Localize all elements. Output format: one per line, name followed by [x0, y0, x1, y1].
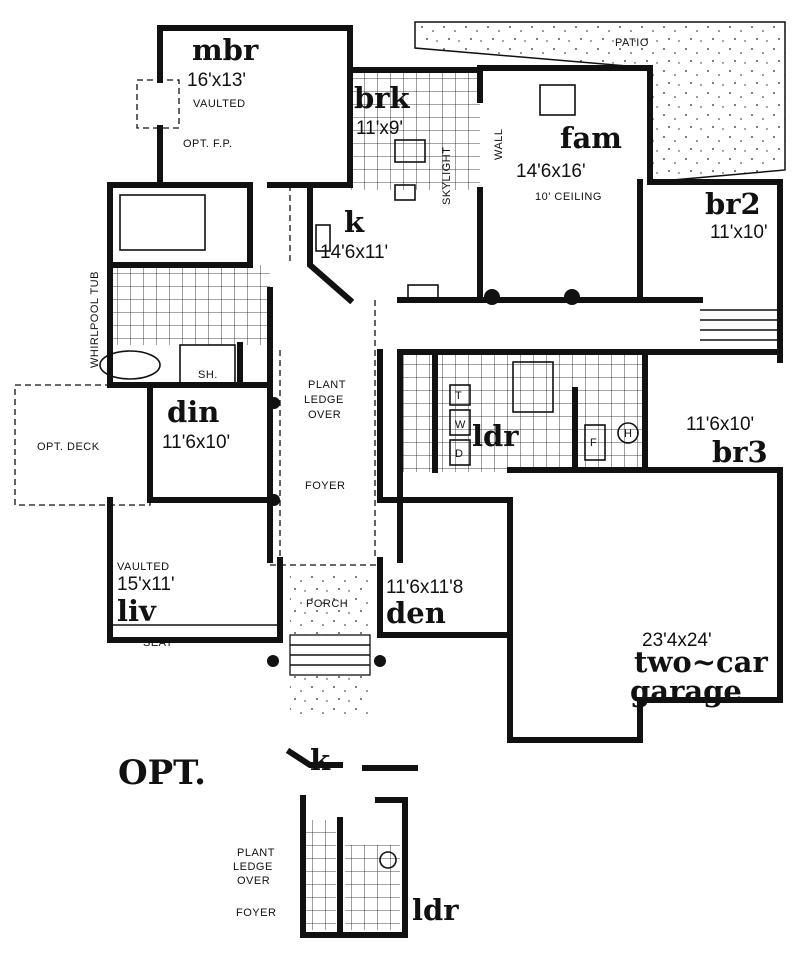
- din-name: din: [167, 395, 219, 429]
- patio-label: PATIO: [615, 37, 649, 49]
- garage-name-2: garage: [630, 674, 742, 708]
- appliance-w: W: [455, 419, 466, 431]
- shower-label: SH.: [198, 369, 218, 381]
- whirlpool-label: WHIRLPOOL TUB: [89, 271, 101, 368]
- appliance-d: D: [455, 448, 463, 460]
- garage-dim: 23'4x24': [642, 630, 712, 651]
- wall-label: WALL: [493, 128, 505, 160]
- plant-ledge-line-3: OVER: [308, 409, 341, 421]
- brk-dim: 11'x9': [356, 118, 403, 139]
- appliance-h: H: [624, 428, 632, 440]
- den-dim: 11'6x11'8: [386, 577, 463, 598]
- option-plant-ledge-line-3: OVER: [237, 875, 270, 887]
- mbr-name: mbr: [192, 33, 259, 67]
- room-labels: mbr 16'x13' VAULTED brk 11'x9' fam 14'6x…: [117, 33, 768, 708]
- plan-notes: PATIO OPT. F.P. SKYLIGHT WALL WHIRLPOOL …: [37, 37, 649, 649]
- option-k-name: k: [310, 743, 331, 777]
- foyer-label: FOYER: [305, 480, 345, 492]
- plant-ledge-line-2: LEDGE: [304, 394, 344, 406]
- fam-note: 10' CEILING: [535, 191, 602, 203]
- option-ldr-name: ldr: [412, 893, 459, 927]
- option-foyer-label: FOYER: [236, 907, 276, 919]
- k-name: k: [344, 205, 365, 239]
- fam-name: fam: [560, 121, 622, 155]
- brk-name: brk: [354, 81, 411, 115]
- porch-label: PORCH: [306, 598, 348, 610]
- skylight-label: SKYLIGHT: [441, 147, 453, 205]
- garage-name-1: two~car: [634, 645, 768, 679]
- option-inset: OPT. k PLANT LEDGE OVER FOYER ldr: [118, 743, 459, 938]
- exterior-walls: [107, 25, 783, 743]
- k-dim: 14'6x11': [320, 242, 388, 263]
- br2-name: br2: [705, 187, 761, 221]
- mbr-dim: 16'x13': [187, 70, 246, 91]
- fam-dim: 14'6x16': [516, 161, 586, 182]
- option-plant-ledge-line-2: LEDGE: [233, 861, 273, 873]
- opt-fp-label: OPT. F.P.: [183, 138, 233, 150]
- tiled-floors: [110, 70, 645, 472]
- br3-name: br3: [712, 435, 768, 469]
- br2-dim: 11'x10': [710, 222, 768, 243]
- din-dim: 11'6x10': [162, 432, 230, 453]
- den-name: den: [386, 596, 446, 630]
- br3-dim: 11'6x10': [686, 414, 754, 435]
- liv-note: VAULTED: [117, 561, 170, 573]
- option-plant-ledge-line-1: PLANT: [237, 847, 275, 859]
- liv-dim: 15'x11': [117, 574, 175, 595]
- liv-name: liv: [117, 594, 157, 628]
- dashed-lines: [14, 79, 380, 566]
- mbr-note: VAULTED: [193, 98, 246, 110]
- appliance-f: F: [590, 437, 597, 449]
- option-title: OPT.: [118, 753, 206, 793]
- seat-label: SEAT: [143, 637, 173, 649]
- fixtures: [99, 84, 780, 715]
- ldr-name: ldr: [472, 419, 519, 453]
- appliance-t: T: [455, 390, 462, 402]
- opt-deck-label: OPT. DECK: [37, 441, 100, 453]
- plant-ledge-line-1: PLANT: [308, 379, 346, 391]
- interior-walls: [107, 67, 783, 638]
